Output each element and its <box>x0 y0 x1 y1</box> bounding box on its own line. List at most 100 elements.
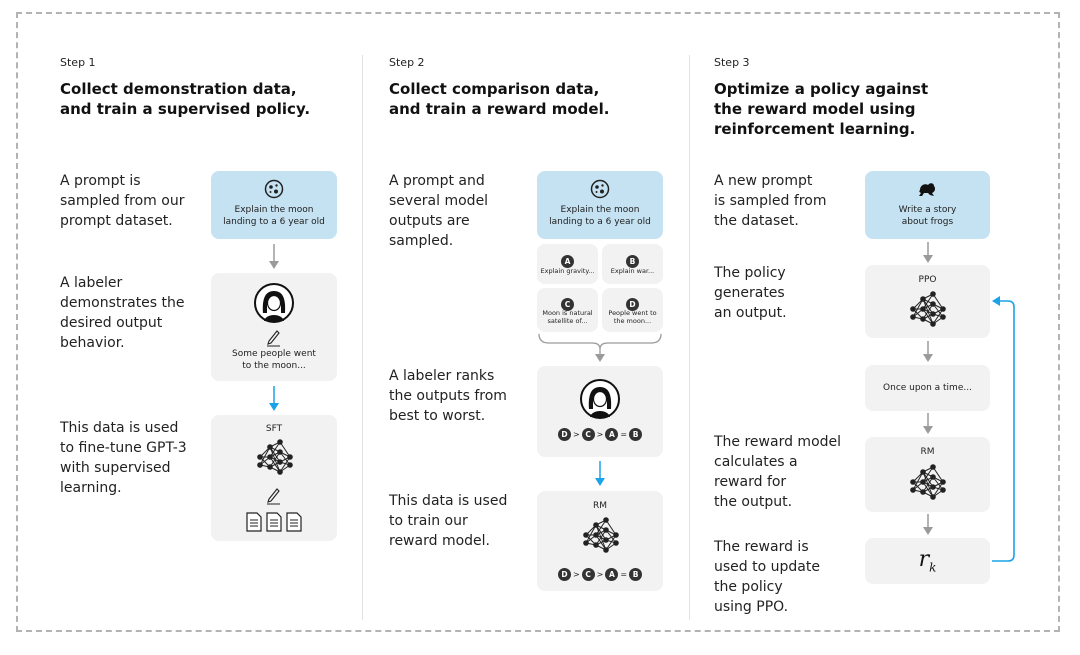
output-text: Explain war... <box>610 267 655 275</box>
prompt-line: Explain the moon <box>560 205 640 215</box>
rank-operator: = <box>620 570 628 579</box>
rank-badge: D <box>557 428 571 441</box>
step1-desc-labeler: A labeler demonstrates the desired outpu… <box>60 273 185 353</box>
column-divider <box>362 55 363 620</box>
labeler-icon <box>254 283 294 323</box>
desc-line: demonstrates the <box>60 295 185 311</box>
labeler-icon <box>580 379 620 419</box>
rank-operator: > <box>572 570 580 579</box>
desc-line: the output. <box>714 494 793 510</box>
gray-arrow <box>923 413 933 434</box>
reward-subscript: k <box>929 560 937 575</box>
model-label: RM <box>592 501 608 511</box>
step3-reward-box: rk <box>865 538 990 584</box>
desc-line: This data is used <box>60 420 179 436</box>
ranking: D>C>A=B <box>537 428 663 441</box>
rank-badge: A <box>605 428 619 441</box>
prompt-text: Explain the moon landing to a 6 year old <box>537 204 663 228</box>
desc-line: best to worst. <box>389 408 486 424</box>
step1-label: Step 1 <box>60 56 96 69</box>
prompt-line: Write a story <box>898 205 957 215</box>
desc-line: reward for <box>714 474 787 490</box>
neural-net-icon <box>582 517 620 553</box>
step1-desc-finetune: This data is used to fine-tune GPT-3 wit… <box>60 418 187 498</box>
desc-line: using PPO. <box>714 599 789 615</box>
output-line: Moon is natural <box>542 309 593 317</box>
document-icon <box>286 512 302 532</box>
step3-desc-prompt: A new prompt is sampled from the dataset… <box>714 171 826 231</box>
step1-demo-box: Some people went to the moon... <box>211 273 337 381</box>
step2-label: Step 2 <box>389 56 425 69</box>
title-line: reinforcement learning. <box>714 120 916 138</box>
rm-label: RM <box>920 447 935 457</box>
neural-net-icon <box>909 291 947 327</box>
output-text: Explain gravity... <box>540 267 595 275</box>
column-divider <box>689 55 690 620</box>
rank-operator: = <box>620 430 628 439</box>
moon-icon <box>264 179 284 199</box>
rank-operator: > <box>596 430 604 439</box>
desc-line: The reward model <box>714 434 842 450</box>
demo-line: Some people went <box>232 349 316 359</box>
bracket-arrow <box>538 333 662 362</box>
desc-line: several model <box>389 193 489 209</box>
document-icon <box>266 512 282 532</box>
demo-line: to the moon... <box>242 361 306 371</box>
ranking: D>C>A=B <box>537 568 663 581</box>
policy-label: PPO <box>918 275 937 285</box>
prompt-line: landing to a 6 year old <box>549 217 651 227</box>
desc-line: reward model. <box>389 533 490 549</box>
gray-arrow <box>923 242 933 263</box>
step2-desc-ranks: A labeler ranks the outputs from best to… <box>389 366 507 426</box>
desc-line: prompt dataset. <box>60 213 173 229</box>
desc-line: A prompt and <box>389 173 485 189</box>
demo-text: Some people went to the moon... <box>211 348 337 372</box>
output-text: Moon is natural satellite of... <box>537 309 598 325</box>
desc-line: calculates a <box>714 454 798 470</box>
desc-line: with supervised <box>60 460 171 476</box>
desc-line: the dataset. <box>714 213 799 229</box>
step3-desc-reward-model: The reward model calculates a reward for… <box>714 432 841 512</box>
step3-output-box: Once upon a time... <box>865 365 990 411</box>
step2-ranking-box: D>C>A=B <box>537 366 663 457</box>
title-line: Collect demonstration data, <box>60 80 297 98</box>
prompt-text: Explain the moon landing to a 6 year old <box>211 204 337 228</box>
output-card: D People went to the moon... <box>602 288 663 332</box>
step3-policy-box: PPO <box>865 265 990 338</box>
step1-title: Collect demonstration data, and train a … <box>60 79 310 119</box>
step2-rm-box: RM D>C>A=B <box>537 491 663 591</box>
prompt-line: about frogs <box>901 217 954 227</box>
diagram-frame <box>16 12 1060 632</box>
title-line: Optimize a policy against <box>714 80 929 98</box>
step2-desc-sampled: A prompt and several model outputs are s… <box>389 171 488 251</box>
desc-line: is sampled from <box>714 193 827 209</box>
step3-prompt-box: Write a story about frogs <box>865 171 990 239</box>
step1-sft-box: SFT <box>211 415 337 541</box>
rank-operator: > <box>572 430 580 439</box>
desc-line: learning. <box>60 480 122 496</box>
frog-icon <box>919 183 936 196</box>
pencil-icon <box>267 488 281 505</box>
output-card: C Moon is natural satellite of... <box>537 288 598 332</box>
desc-line: to train our <box>389 513 468 529</box>
step2-title: Collect comparison data, and train a rew… <box>389 79 609 119</box>
rank-badge: A <box>605 568 619 581</box>
desc-line: desired output <box>60 315 163 331</box>
rank-badge: C <box>581 428 595 441</box>
step2-prompt-box: Explain the moon landing to a 6 year old <box>537 171 663 239</box>
output-badge: C <box>561 298 574 311</box>
rank-operator: > <box>596 570 604 579</box>
prompt-text: Write a story about frogs <box>865 204 990 228</box>
desc-line: sampled. <box>389 233 454 249</box>
desc-line: A labeler <box>60 275 123 291</box>
output-badge: B <box>626 255 639 268</box>
rank-badge: D <box>557 568 571 581</box>
step3-rm-box: RM <box>865 437 990 512</box>
title-line: the reward model using <box>714 100 916 118</box>
desc-line: A prompt is <box>60 173 141 189</box>
output-badge: A <box>561 255 574 268</box>
rank-badge: B <box>629 428 643 441</box>
desc-line: the outputs from <box>389 388 507 404</box>
desc-line: an output. <box>714 305 787 321</box>
desc-line: behavior. <box>60 335 125 351</box>
